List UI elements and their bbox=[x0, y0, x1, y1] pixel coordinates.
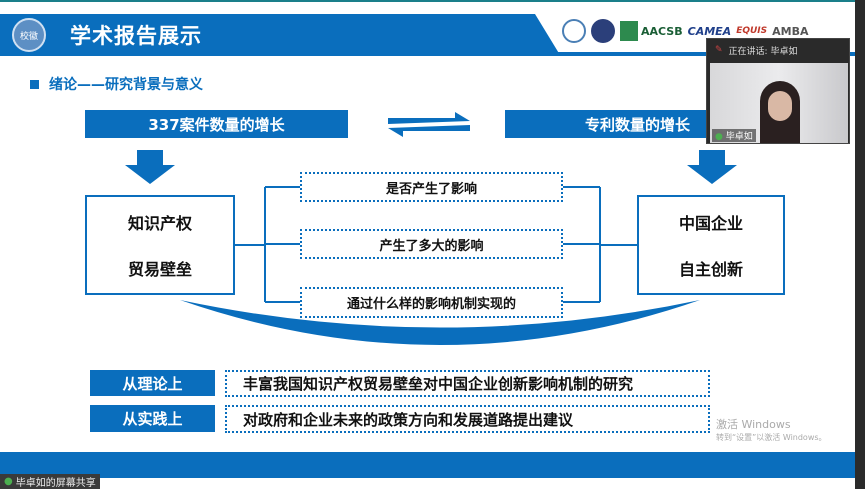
camea-logo: CAMEA bbox=[687, 24, 732, 38]
box-line: 自主创新 bbox=[678, 260, 743, 279]
slide-title: 学术报告展示 bbox=[70, 24, 202, 48]
mic-muted-icon: ✎ bbox=[715, 45, 723, 55]
person-face bbox=[768, 91, 792, 121]
video-overlay[interactable]: ✎ 正在讲话: 毕卓如 ● 毕卓如 bbox=[706, 38, 850, 144]
participant-name-text: 毕卓如 bbox=[725, 132, 753, 142]
amba-logo: AMBA bbox=[772, 24, 809, 38]
logo-text: 校徽 bbox=[19, 31, 38, 42]
bidirectional-arrow-icon bbox=[388, 112, 470, 137]
watermark-line: 激活 Windows bbox=[716, 418, 791, 431]
header-bar bbox=[0, 14, 560, 55]
windows-activation-watermark: 激活 Windows 转到“设置”以激活 Windows。 bbox=[716, 418, 827, 444]
box-line: 贸易壁垒 bbox=[127, 260, 192, 279]
question-box: 产生了多大的影响 bbox=[300, 229, 563, 259]
theory-label: 从理论上 bbox=[90, 370, 215, 396]
down-arrow-right-icon bbox=[687, 150, 737, 184]
practice-label: 从实践上 bbox=[90, 405, 215, 432]
screen-share-indicator[interactable]: ●毕卓如的屏幕共享 bbox=[0, 474, 100, 489]
window-top-border bbox=[0, 0, 865, 2]
watermark-line: 转到“设置”以激活 Windows。 bbox=[716, 433, 827, 442]
box-line: 知识产权 bbox=[127, 214, 192, 233]
seal-logo-1 bbox=[562, 18, 586, 44]
university-logo: 校徽 bbox=[12, 18, 46, 52]
case-growth-bar: 337案件数量的增长 bbox=[85, 110, 348, 138]
box-line: 中国企业 bbox=[678, 214, 743, 233]
innovation-box: 中国企业自主创新 bbox=[637, 195, 785, 295]
seal-logo-2 bbox=[591, 18, 615, 44]
accreditation-logos: AACSB CAMEA EQUIS AMBA bbox=[562, 18, 808, 44]
speaking-status: 正在讲话: 毕卓如 bbox=[728, 46, 798, 57]
share-label: 毕卓如的屏幕共享 bbox=[15, 478, 96, 489]
video-top-bar: ✎ 正在讲话: 毕卓如 bbox=[707, 39, 849, 61]
bracket-lines bbox=[235, 186, 637, 303]
subtitle-text: 绪论——研究背景与意义 bbox=[49, 77, 203, 93]
ip-trade-barrier-box: 知识产权贸易壁垒 bbox=[85, 195, 235, 295]
aacsb-logo: AACSB bbox=[620, 18, 683, 44]
mic-icon: ● bbox=[4, 476, 13, 487]
down-arrow-left-icon bbox=[125, 150, 175, 184]
equis-logo: EQUIS bbox=[736, 26, 768, 36]
arc-curve bbox=[180, 300, 700, 345]
question-box: 通过什么样的影响机制实现的 bbox=[300, 287, 563, 318]
footer-bar bbox=[0, 452, 855, 478]
participant-name: ● 毕卓如 bbox=[712, 129, 756, 142]
practice-text: 对政府和企业未来的政策方向和发展道路提出建议 bbox=[225, 405, 710, 433]
window-right-edge bbox=[855, 0, 865, 489]
theory-text: 丰富我国知识产权贸易壁垒对中国企业创新影响机制的研究 bbox=[225, 370, 710, 397]
bullet-square-icon bbox=[30, 79, 39, 89]
question-box: 是否产生了影响 bbox=[300, 172, 563, 202]
section-subtitle: 绪论——研究背景与意义 bbox=[30, 74, 203, 94]
